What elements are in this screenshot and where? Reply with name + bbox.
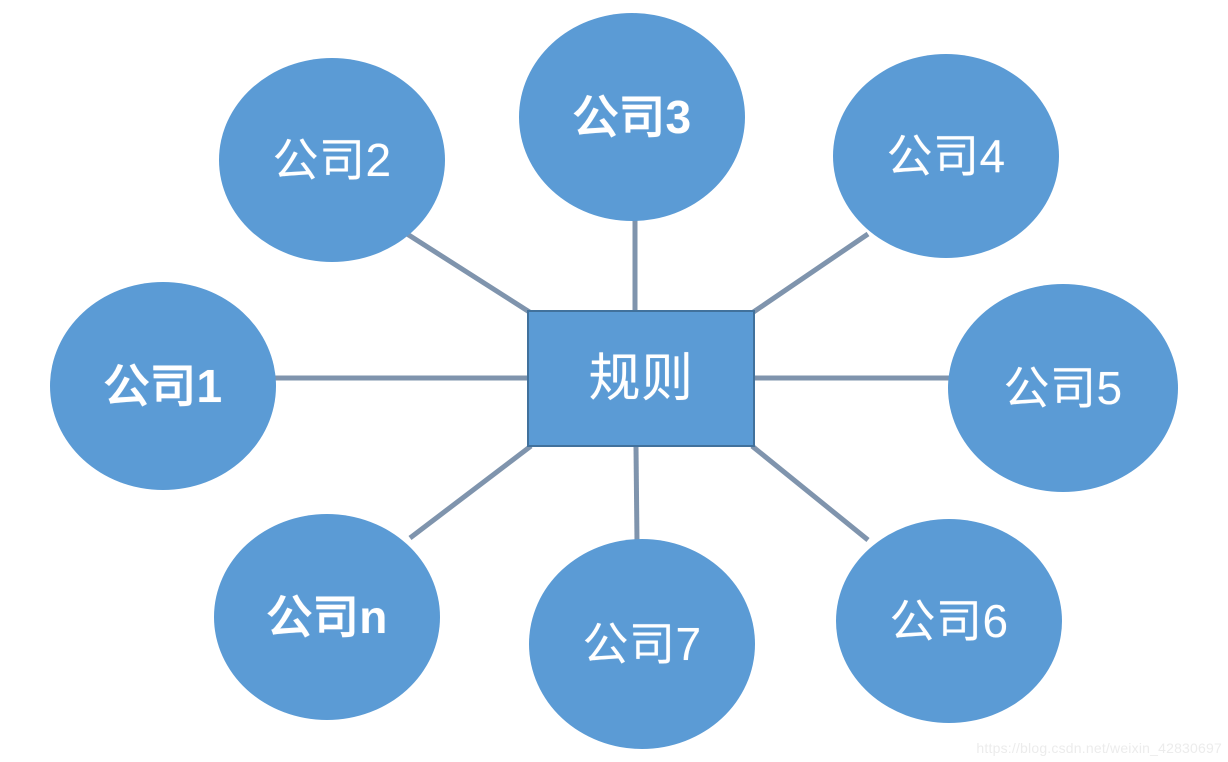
node-company-5[interactable]: 公司5: [948, 284, 1178, 492]
node-label: 公司5: [1003, 362, 1123, 414]
node-company-7[interactable]: 公司7: [529, 539, 755, 749]
edge-rule-company-n: [408, 444, 533, 540]
node-label: 公司n: [266, 591, 388, 643]
center-node-label: 规则: [588, 349, 694, 408]
node-company-3[interactable]: 公司3: [519, 13, 745, 221]
edge-rule-company-6: [750, 444, 870, 542]
edge-rule-company-4: [750, 231, 870, 316]
center-node-rule[interactable]: 规则: [527, 310, 755, 447]
watermark-text: https://blog.csdn.net/weixin_42830697: [976, 740, 1222, 756]
node-company-6[interactable]: 公司6: [836, 519, 1062, 723]
node-company-1[interactable]: 公司1: [50, 282, 276, 490]
node-label: 公司2: [272, 134, 392, 186]
node-company-n[interactable]: 公司n: [214, 514, 440, 720]
node-label: 公司3: [572, 91, 692, 143]
node-label: 公司6: [889, 595, 1009, 647]
edge-rule-company-7: [633, 446, 640, 543]
node-company-2[interactable]: 公司2: [219, 58, 445, 262]
node-label: 公司1: [103, 360, 223, 412]
node-label: 公司4: [886, 130, 1006, 182]
node-company-4[interactable]: 公司4: [833, 54, 1059, 258]
node-label: 公司7: [582, 618, 702, 670]
edge-rule-company-2: [402, 229, 533, 316]
